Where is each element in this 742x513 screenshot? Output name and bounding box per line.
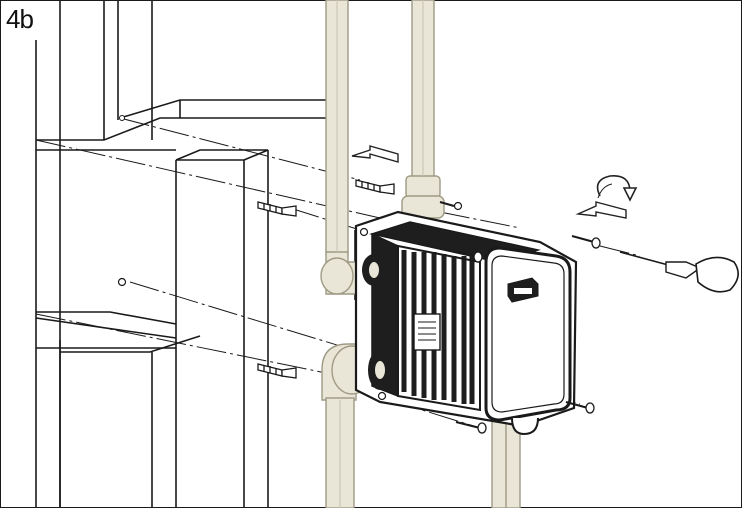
wall-hole-top — [119, 115, 125, 121]
mount-hole-3 — [377, 391, 387, 401]
mount-hole-2 — [453, 201, 463, 211]
box-label-lines — [418, 321, 436, 341]
inlet-collar-lower-core — [375, 361, 385, 379]
wall-hole — [117, 277, 127, 287]
screw-top-left — [439, 201, 455, 207]
push-left-arrow-icon-2 — [575, 201, 627, 219]
elbow-upper-joint — [320, 257, 354, 295]
mount-hole-1 — [359, 227, 369, 237]
box-label-plate — [413, 313, 441, 351]
wall-framing — [35, 0, 356, 508]
box-front-inner — [491, 255, 565, 413]
cover-handle-slot — [514, 288, 532, 294]
box-front-cover — [484, 246, 572, 422]
step-label: 4b — [6, 4, 34, 34]
wall-plug-3 — [257, 363, 297, 379]
pipe-nut-upper — [405, 175, 441, 199]
screw-mid — [455, 251, 483, 263]
wall-plug-1 — [355, 179, 395, 195]
inlet-collar-upper-core — [369, 262, 379, 278]
screwdriver-icon — [619, 251, 739, 293]
wall-plugs — [257, 179, 395, 379]
box-bottom-outlet — [511, 417, 539, 436]
push-left-arrow-icon — [351, 145, 399, 163]
clockwise-rotation-arrow-icon — [596, 175, 638, 202]
wall-plug-2 — [257, 201, 297, 217]
screw-bottom — [455, 421, 487, 434]
screw-top-right — [571, 235, 601, 249]
box-rib-outline — [397, 244, 481, 412]
mixing-box — [117, 115, 578, 436]
screws — [439, 201, 601, 434]
pipe-centerlines — [336, 0, 424, 508]
screw-bottom-right — [565, 401, 595, 414]
